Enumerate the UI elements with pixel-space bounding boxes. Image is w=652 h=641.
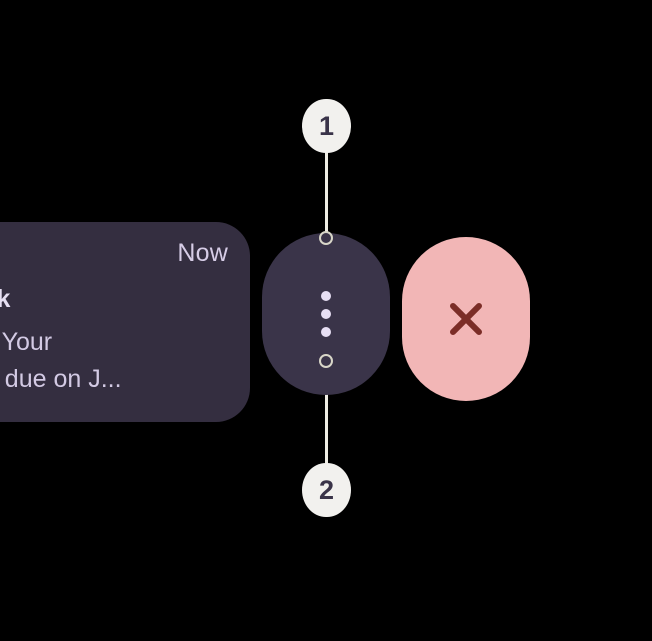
kebab-dot-top <box>321 291 331 301</box>
more-options-vertical-icon <box>321 291 331 337</box>
connector-line-step-1 <box>325 140 328 240</box>
kebab-dot-bottom <box>321 327 331 337</box>
connector-line-step-2 <box>325 360 328 480</box>
connector-anchor-top <box>319 231 333 245</box>
step-badge-1: 1 <box>302 99 351 153</box>
close-x-icon <box>450 303 482 335</box>
notification-timestamp: Now <box>177 239 228 267</box>
step-badge-2-label: 2 <box>318 474 335 505</box>
kebab-dot-middle <box>321 309 331 319</box>
notification-card[interactable]: Now bank der: Your nt is due on J... <box>0 222 250 422</box>
connector-anchor-bottom <box>319 354 333 368</box>
notification-message: der: Your nt is due on J... <box>1 328 122 393</box>
step-badge-2: 2 <box>302 463 351 517</box>
more-options-button[interactable] <box>262 233 390 395</box>
step-badge-1-label: 1 <box>318 110 335 141</box>
notification-app-name: bank <box>0 285 11 313</box>
dismiss-button[interactable] <box>402 237 530 401</box>
